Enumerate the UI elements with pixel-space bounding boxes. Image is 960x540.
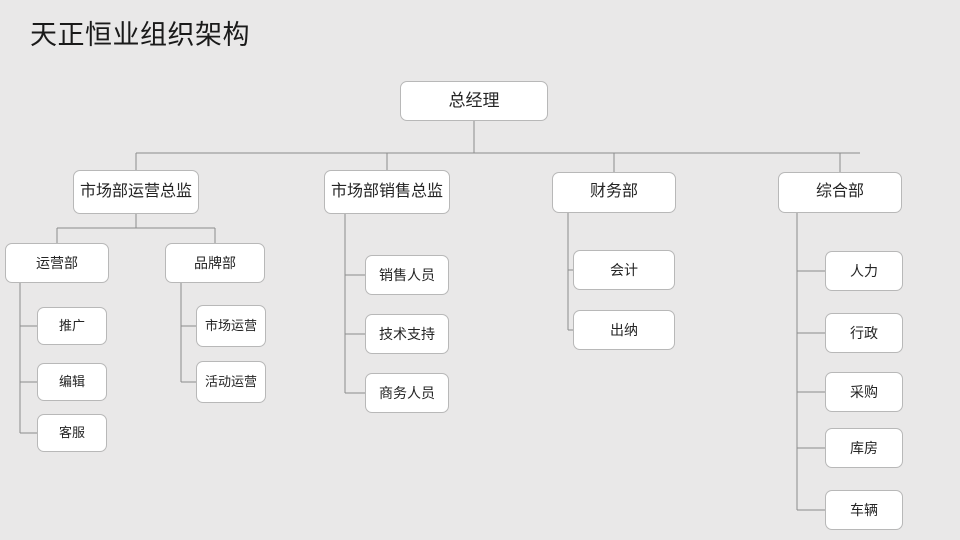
- org-node-label: 客服: [58, 425, 85, 441]
- org-node-n5[interactable]: 运营部: [5, 243, 109, 283]
- org-node-n8[interactable]: 编辑: [37, 363, 107, 401]
- org-node-n17[interactable]: 人力: [825, 251, 903, 291]
- org-node-label: 技术支持: [379, 325, 435, 342]
- org-node-n4[interactable]: 综合部: [778, 172, 902, 213]
- org-node-label: 市场部运营总监: [79, 182, 192, 200]
- org-node-label: 市场运营: [204, 318, 257, 334]
- org-node-label: 销售人员: [379, 266, 435, 283]
- org-node-n15[interactable]: 会计: [573, 250, 675, 290]
- org-node-n12[interactable]: 销售人员: [365, 255, 449, 295]
- org-node-label: 综合部: [815, 183, 864, 201]
- org-node-n7[interactable]: 推广: [37, 307, 107, 345]
- org-node-label: 行政: [850, 324, 878, 341]
- org-node-n18[interactable]: 行政: [825, 313, 903, 353]
- org-node-label: 推广: [58, 318, 85, 334]
- org-node-n13[interactable]: 技术支持: [365, 314, 449, 354]
- org-node-label: 采购: [850, 383, 878, 400]
- org-node-label: 市场部销售总监: [330, 182, 443, 200]
- org-node-label: 人力: [850, 262, 878, 279]
- org-node-label: 财务部: [589, 183, 638, 201]
- org-node-n3[interactable]: 财务部: [552, 172, 676, 213]
- org-node-n6[interactable]: 品牌部: [165, 243, 265, 283]
- org-node-n0[interactable]: 总经理: [400, 81, 548, 121]
- org-node-n10[interactable]: 市场运营: [196, 305, 266, 347]
- org-node-n20[interactable]: 库房: [825, 428, 903, 468]
- org-node-label: 运营部: [36, 254, 78, 271]
- org-node-n2[interactable]: 市场部销售总监: [324, 170, 450, 214]
- org-node-n21[interactable]: 车辆: [825, 490, 903, 530]
- org-node-label: 出纳: [610, 321, 638, 338]
- org-node-label: 总经理: [448, 90, 500, 110]
- org-node-label: 品牌部: [194, 254, 236, 271]
- page-title: 天正恒业组织架构: [30, 20, 250, 50]
- org-node-label: 库房: [850, 439, 878, 456]
- org-node-n9[interactable]: 客服: [37, 414, 107, 452]
- org-node-label: 车辆: [850, 501, 878, 518]
- org-node-label: 活动运营: [204, 374, 257, 390]
- org-node-n1[interactable]: 市场部运营总监: [73, 170, 199, 214]
- org-node-label: 商务人员: [379, 384, 435, 401]
- org-node-n14[interactable]: 商务人员: [365, 373, 449, 413]
- org-node-n11[interactable]: 活动运营: [196, 361, 266, 403]
- org-node-label: 编辑: [58, 374, 85, 390]
- org-node-n19[interactable]: 采购: [825, 372, 903, 412]
- org-node-label: 会计: [610, 261, 638, 278]
- org-node-n16[interactable]: 出纳: [573, 310, 675, 350]
